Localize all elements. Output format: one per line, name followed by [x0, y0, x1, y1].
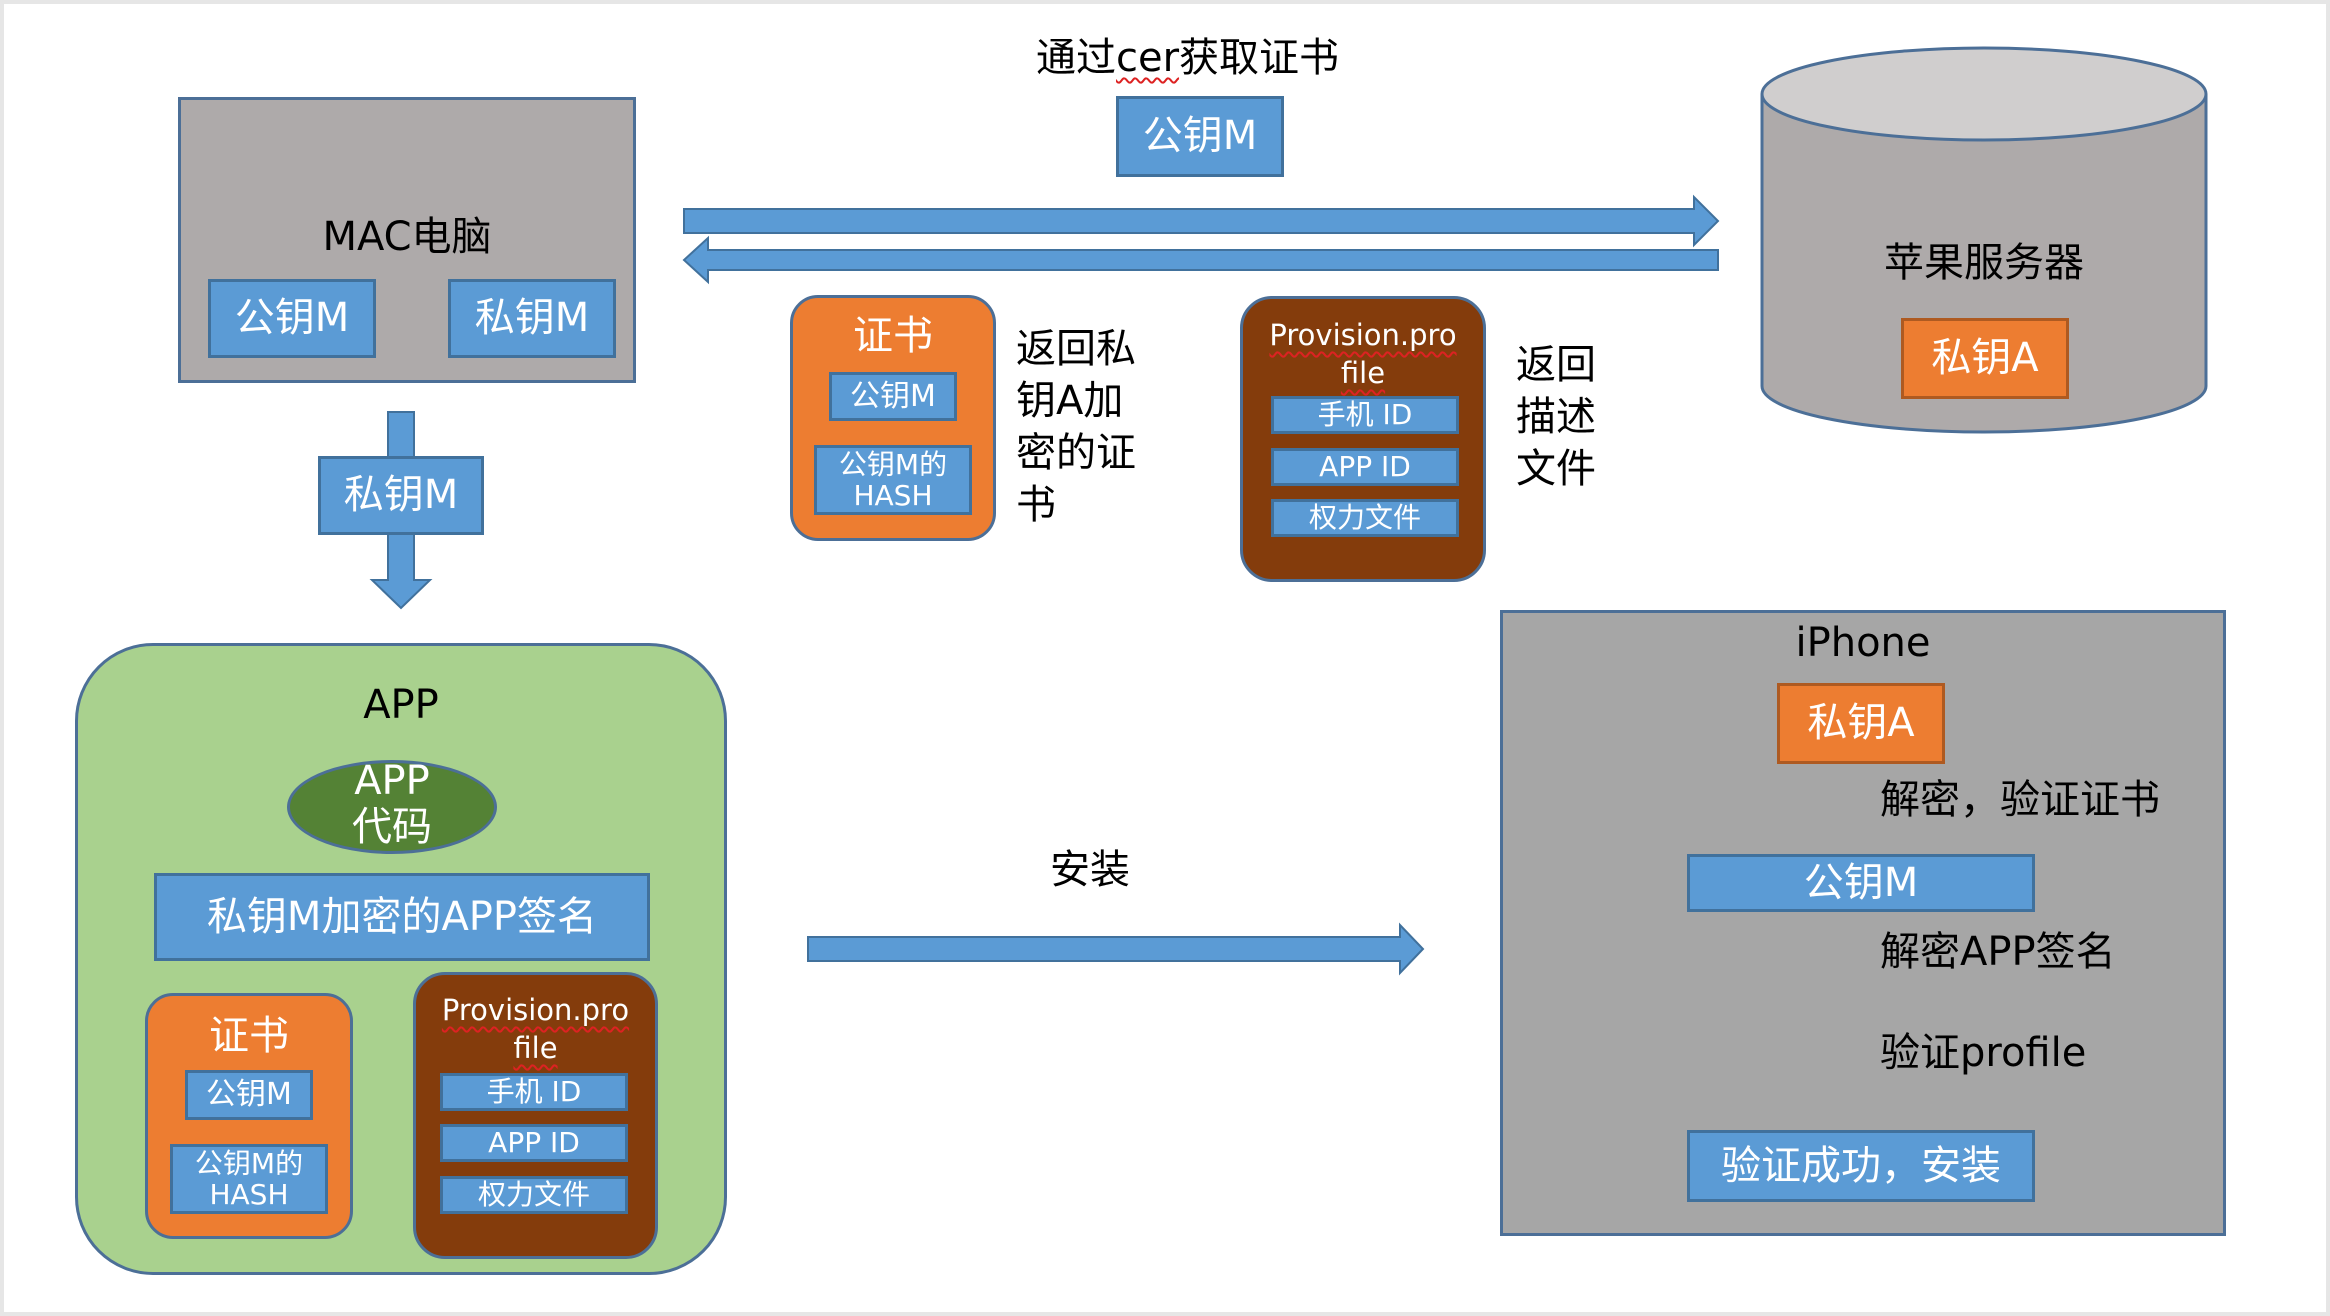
flow-private-key: 私钥M [318, 456, 484, 535]
app-code-line: 代码 [352, 804, 432, 850]
iphone-step2: 解密APP签名 [1880, 929, 2116, 975]
app-profile-title: Provision.pro file [413, 991, 658, 1067]
iphone-private-key: 私钥A [1777, 683, 1945, 764]
profile-return-caption: 返回 描述 文件 [1516, 339, 1596, 495]
app-title: APP [363, 682, 439, 728]
apple-server-title: 苹果服务器 [1884, 240, 2084, 286]
certificate-return-public-key: 公钥M [829, 372, 957, 421]
iphone-step3: 验证profile [1880, 1030, 2087, 1076]
app-certificate-title: 证书 [209, 1013, 289, 1059]
request-arrow-right [683, 194, 1720, 248]
app-profile-item: 权力文件 [440, 1176, 628, 1214]
profile-title-line: Provision.pro [1269, 318, 1457, 352]
iphone-title: iPhone [1795, 620, 1931, 666]
profile-title-line: file [1340, 356, 1386, 390]
profile-return-item: APP ID [1271, 448, 1459, 486]
profile-caption-line: 返回 [1516, 342, 1596, 388]
apple-server-private-key: 私钥A [1901, 318, 2069, 399]
app-code-line: APP [354, 758, 430, 804]
apple-server-cylinder [1760, 46, 2208, 434]
certificate-caption-line: 书 [1016, 482, 1056, 528]
certificate-caption-line: 返回私 [1016, 326, 1136, 372]
return-arrow-left [682, 235, 1719, 285]
app-profile-title-line: Provision.pro [441, 993, 630, 1027]
profile-caption-line: 描述 [1516, 394, 1596, 440]
profile-return-title: Provision.pro file [1240, 316, 1486, 392]
mac-title: MAC电脑 [322, 214, 492, 260]
app-profile-title-line: file [513, 1031, 558, 1065]
app-code-label: APP 代码 [287, 758, 497, 850]
certificate-return-hash: 公钥M的HASH [814, 445, 972, 515]
app-signature: 私钥M加密的APP签名 [154, 873, 650, 961]
iphone-result: 验证成功，安装 [1687, 1130, 2035, 1202]
certificate-caption-line: 密的证 [1016, 430, 1136, 476]
app-profile-item: APP ID [440, 1124, 628, 1162]
app-profile-item: 手机 ID [440, 1073, 628, 1111]
app-certificate-public-key: 公钥M [185, 1070, 313, 1120]
profile-caption-line: 文件 [1516, 446, 1596, 492]
iphone-public-key: 公钥M [1687, 854, 2035, 912]
request-public-key: 公钥M [1116, 96, 1284, 177]
mac-public-key: 公钥M [208, 279, 376, 358]
app-code-ellipse [287, 760, 497, 854]
install-label: 安装 [1050, 847, 1130, 893]
profile-return-item: 手机 ID [1271, 396, 1459, 434]
certificate-return-title: 证书 [853, 313, 933, 359]
app-certificate-hash: 公钥M的HASH [170, 1144, 328, 1214]
profile-return-item: 权力文件 [1271, 499, 1459, 537]
install-arrow [807, 922, 1425, 976]
request-label: 通过cer获取证书 [1036, 35, 1340, 81]
certificate-caption-line: 钥A加 [1016, 378, 1124, 424]
certificate-return-caption: 返回私 钥A加 密的证 书 [1016, 323, 1136, 531]
iphone-step1: 解密，验证证书 [1880, 777, 2160, 823]
mac-private-key: 私钥M [448, 279, 616, 358]
